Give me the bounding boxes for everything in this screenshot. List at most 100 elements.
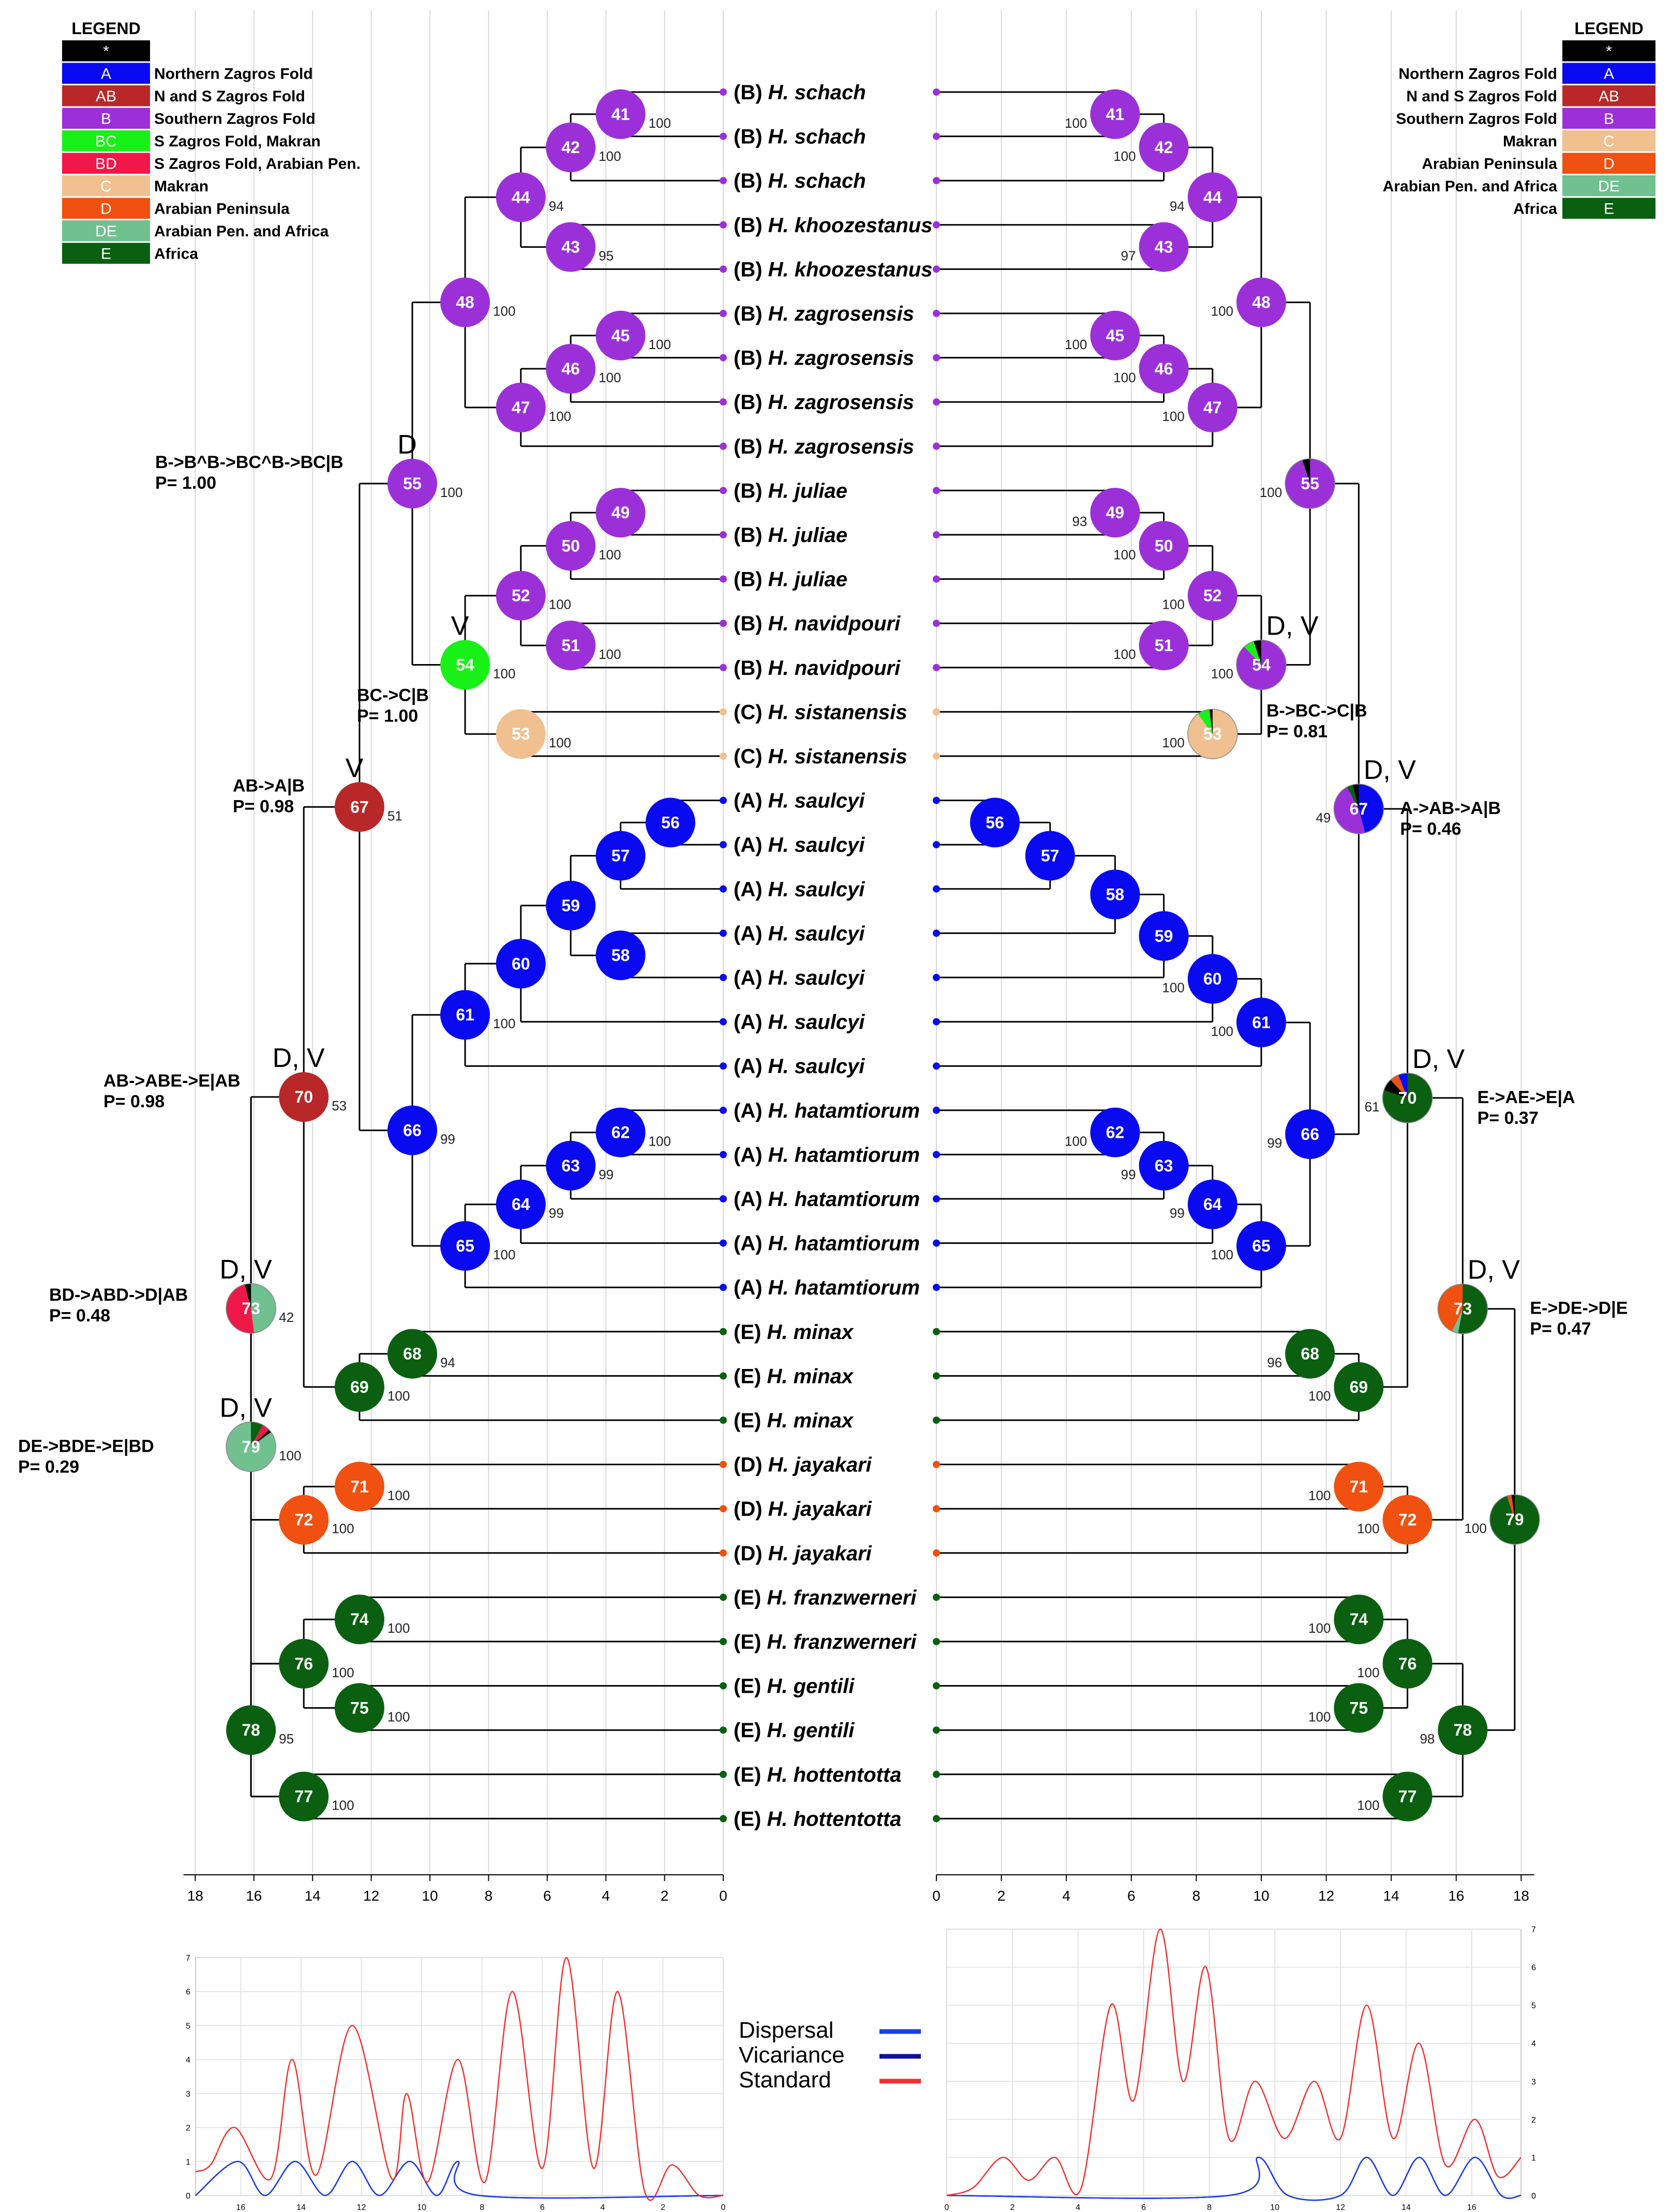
tip-species: H. gentili	[767, 1719, 855, 1742]
legend-swatch	[62, 153, 150, 174]
tip-dot-right	[933, 132, 940, 140]
event-label: D, V	[220, 1393, 272, 1423]
axis-tick-label: 8	[485, 1888, 493, 1904]
node-circle	[1139, 621, 1189, 670]
tip-label: (E) H. franzwerneri	[734, 1586, 917, 1609]
tip-label: (D) H. jayakari	[734, 1542, 872, 1565]
node-number: 61	[1252, 1013, 1271, 1032]
legend-title: LEGEND	[71, 19, 140, 38]
support-value: 100	[1357, 1665, 1379, 1680]
tip-species: H. juliae	[768, 524, 847, 547]
tip-species: H. khoozestanus	[768, 258, 933, 281]
series-line-dispersal	[946, 2157, 1521, 2201]
chart-y-tick: 3	[186, 2090, 190, 2099]
node-number: 79	[242, 1437, 260, 1456]
tip-dot-right	[933, 442, 940, 450]
support-value: 99	[1267, 1135, 1282, 1151]
tip-area: A	[740, 878, 755, 901]
node-circle	[1285, 1329, 1335, 1379]
node-number: 50	[561, 536, 580, 555]
node-circle	[1139, 1140, 1189, 1191]
pie-slice	[1398, 1073, 1408, 1098]
tip-area: D	[740, 1498, 755, 1521]
axis-tick-label: 2	[997, 1888, 1006, 1904]
tip-label: (A) H. saulcyi	[734, 834, 865, 856]
tip-dot-right	[933, 1195, 940, 1202]
tip-label: (B) H. juliae	[734, 524, 847, 547]
tip-dot-right	[933, 1593, 940, 1601]
axis-tick-label: 18	[1513, 1888, 1529, 1904]
tip-dot-right	[933, 531, 940, 538]
support-value: 100	[1464, 1521, 1486, 1536]
chart-x-tick: 8	[1207, 2203, 1212, 2212]
event-key-label: Standard	[739, 2067, 831, 2093]
chart-y-tick: 1	[186, 2158, 190, 2166]
axis-tick-label: 6	[543, 1888, 551, 1904]
support-value: 100	[387, 1709, 410, 1724]
chart-y-tick: 5	[186, 2022, 190, 2030]
support-value: 100	[387, 1388, 410, 1404]
chart-x-tick: 12	[357, 2203, 366, 2212]
node-circle	[1090, 1107, 1140, 1157]
node-circle	[334, 782, 384, 832]
node-number: 41	[1106, 105, 1125, 124]
support-value: 100	[549, 735, 571, 750]
support-value: 100	[599, 646, 621, 662]
node-number: 51	[1155, 636, 1173, 655]
tip-dot-left	[720, 753, 727, 760]
tip-area: A	[740, 790, 755, 812]
tip-dot-right	[933, 708, 940, 716]
transition-annotation: DE->BDE->E|BDP= 0.29	[18, 1436, 154, 1477]
legend-code: DE	[95, 223, 117, 240]
legend-swatch	[1562, 175, 1655, 197]
support-value: 100	[599, 370, 621, 385]
node-number: 79	[1505, 1510, 1524, 1529]
node-number: 45	[1106, 326, 1125, 345]
pie-slice	[251, 1283, 276, 1333]
tip-area: B	[740, 347, 755, 370]
pie-slice	[1347, 785, 1359, 809]
tip-species: H. saulcyi	[768, 922, 866, 945]
support-value: 51	[387, 808, 402, 823]
support-value: 95	[599, 248, 614, 264]
transition-annotation: AB->ABE->E|ABP= 0.98	[103, 1071, 241, 1111]
legend-code: A	[101, 66, 111, 83]
tip-label: (B) H. schach	[734, 81, 866, 104]
node-number: 65	[1252, 1237, 1271, 1255]
probability-text: P= 0.29	[18, 1457, 79, 1477]
support-value: 100	[387, 1487, 410, 1503]
node-number: 42	[561, 138, 580, 157]
tip-species: H. jayakari	[768, 1454, 872, 1477]
support-value: 94	[1170, 198, 1185, 214]
tip-dot-left	[720, 974, 727, 981]
support-value: 100	[1308, 1620, 1331, 1636]
event-label: D, V	[273, 1043, 325, 1073]
axis-tick-label: 4	[1062, 1888, 1070, 1904]
node-circle	[1090, 869, 1140, 920]
pie-slice	[1507, 1495, 1515, 1519]
transition-annotation: BC->C|BP= 1.00	[357, 685, 429, 726]
node-circle	[1090, 89, 1140, 139]
tip-dot-left	[720, 1284, 727, 1291]
support-value: 100	[332, 1521, 354, 1537]
pie-outline	[226, 1283, 276, 1334]
node-circle	[1187, 954, 1237, 1004]
chart-x-tick: 10	[1270, 2203, 1279, 2212]
support-value: 100	[599, 148, 621, 164]
node-number: 77	[1398, 1787, 1417, 1806]
chart-y-tick: 6	[1531, 1964, 1536, 1973]
node-number: 68	[403, 1345, 422, 1363]
chart-x-tick: 2	[661, 2203, 665, 2212]
